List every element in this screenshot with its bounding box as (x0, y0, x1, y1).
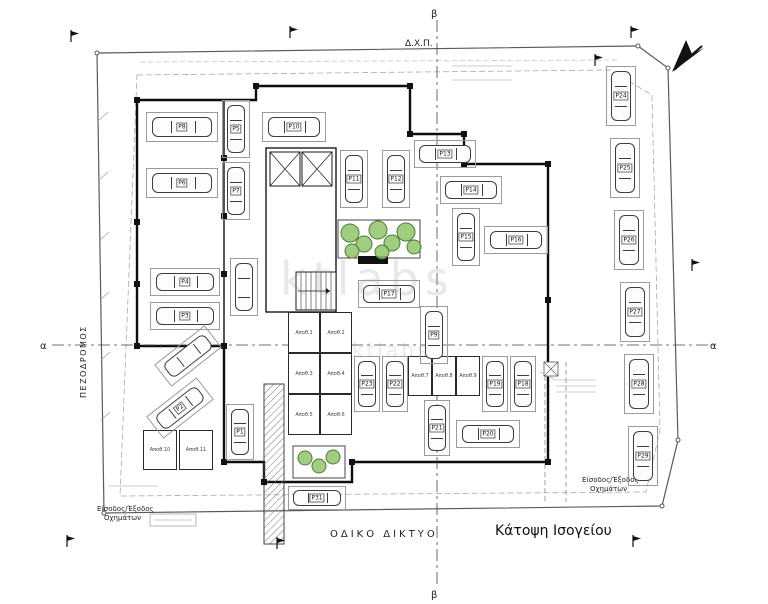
column-marker (261, 479, 267, 485)
boundary-vertex (659, 503, 665, 509)
entrance-right-line2: Οχημάτων (590, 485, 627, 493)
boundary-vertex (675, 437, 681, 443)
column-marker (349, 459, 355, 465)
entrance-left-line1: Είσοδος/Έξοδος (97, 505, 154, 513)
ramp-note-box (149, 513, 197, 527)
section-label-alpha-left: α (40, 341, 47, 352)
plan-title: Κάτοψη Ισογείου (495, 523, 612, 539)
section-label-beta-top: β (431, 9, 437, 20)
property-boundary (96, 45, 679, 514)
area-label-dxp: Δ.Χ.Π. (405, 39, 433, 49)
section-label-alpha-right: α (710, 341, 717, 352)
column-marker (221, 459, 227, 465)
setback-line (119, 69, 661, 497)
benchmark-icon (691, 258, 701, 272)
column-marker (221, 271, 227, 277)
staircase (295, 271, 337, 311)
column-marker (545, 161, 551, 167)
entrance-right-line1: Είσοδος/Έξοδος (582, 476, 639, 484)
north-arrow-icon (672, 40, 704, 72)
boundary-vertex (665, 65, 671, 71)
elevator-shaft-x (301, 151, 333, 187)
boundary-vertex (94, 50, 100, 56)
planter-top (337, 219, 422, 264)
elevator-shaft-x (269, 151, 301, 187)
column-marker (221, 343, 227, 349)
column-marker (134, 97, 140, 103)
annotation-notes (108, 65, 596, 487)
column-marker (134, 281, 140, 287)
column-marker (461, 131, 467, 137)
vehicle-ramp (263, 383, 285, 545)
column-marker (461, 161, 467, 167)
column-marker (253, 83, 259, 89)
entrance-left-line2: Οχημάτων (104, 514, 141, 522)
column-marker (407, 83, 413, 89)
road-network-label: ΟΔΙΚΟ ΔΙΚΤΥΟ (330, 529, 438, 540)
benchmark-icon (632, 534, 642, 548)
column-marker (221, 155, 227, 161)
right-driveway (543, 361, 567, 502)
planter-bottom (292, 445, 346, 479)
column-marker (545, 459, 551, 465)
benchmark-icon (630, 25, 640, 39)
column-marker (545, 297, 551, 303)
column-marker (221, 213, 227, 219)
column-marker (134, 219, 140, 225)
structural-columns (134, 83, 551, 485)
boundary-vertex (101, 510, 107, 516)
pedestrian-way-label: ΠΕΖΟΔΡΟΜΟΣ (79, 325, 88, 398)
boundary-ticks (98, 111, 111, 421)
column-marker (407, 131, 413, 137)
boundary-vertex (635, 43, 641, 49)
column-marker (134, 343, 140, 349)
section-label-beta-bottom: β (431, 590, 437, 601)
benchmark-icon (66, 534, 76, 548)
benchmark-icon (289, 25, 299, 39)
benchmark-icon (70, 29, 80, 43)
road-offset-line (139, 59, 621, 63)
